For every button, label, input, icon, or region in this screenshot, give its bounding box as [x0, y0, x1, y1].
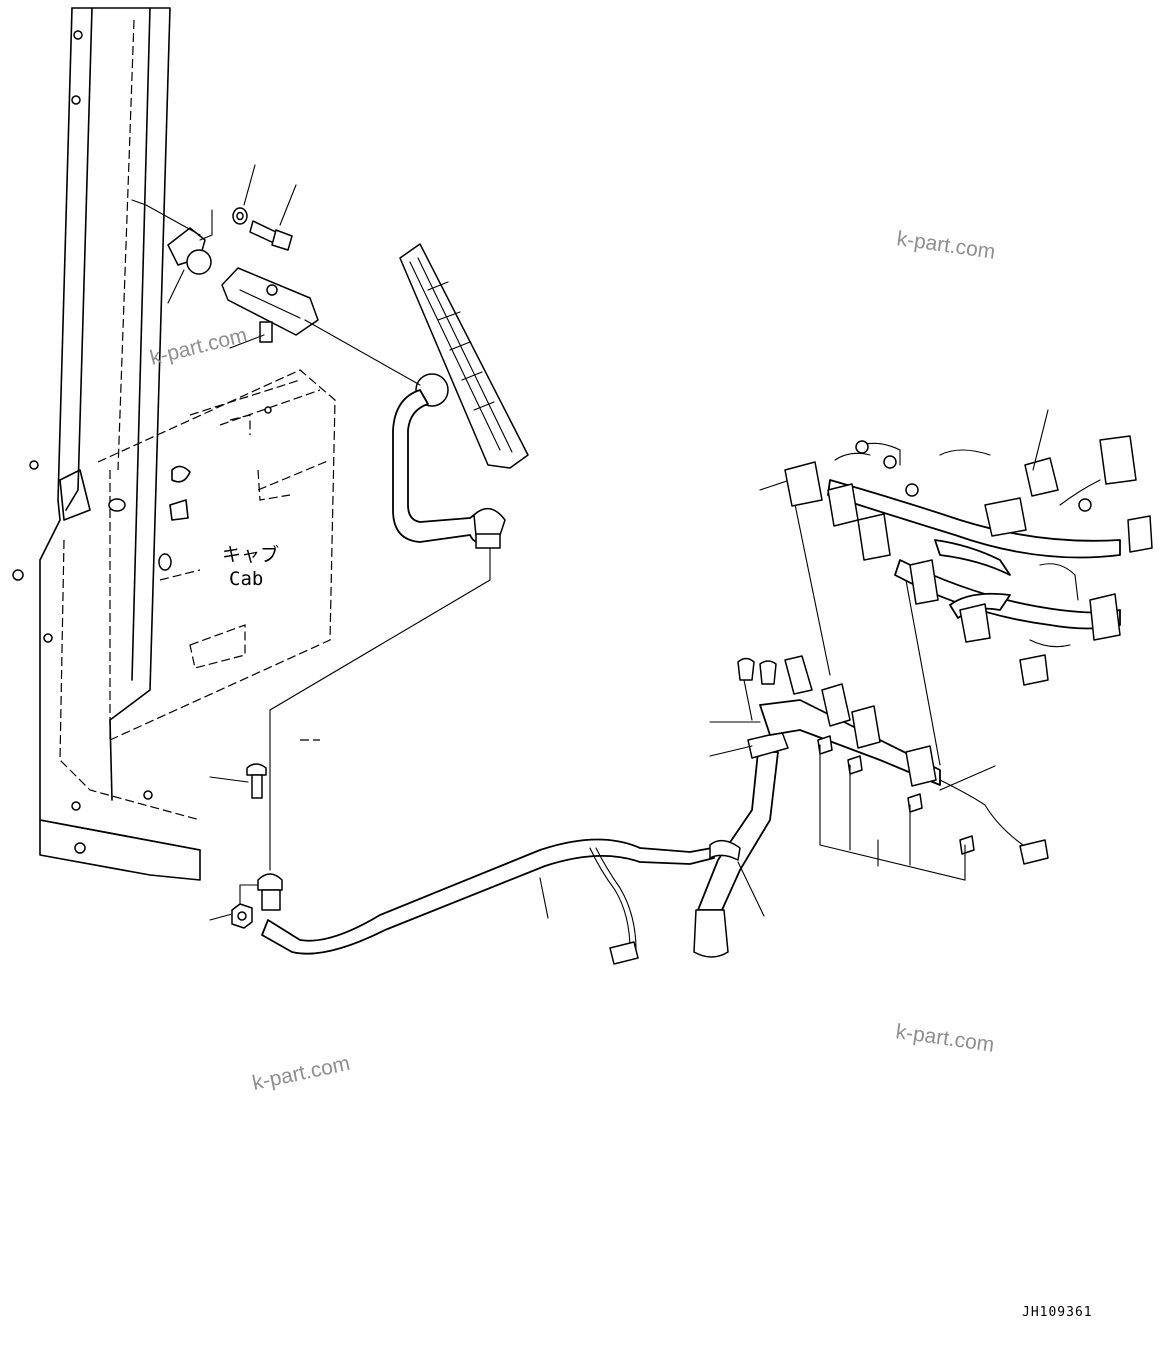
hose-clamp-bracket: [221, 267, 319, 343]
grommet-bolt: [209, 763, 267, 799]
flexible-hose: [392, 389, 506, 549]
washer: [232, 207, 248, 225]
watermark: k-part.com: [894, 1020, 995, 1057]
drain-hose: [693, 731, 789, 958]
bolt: [249, 220, 293, 251]
vent-duct: [399, 243, 529, 469]
watermark: k-part.com: [148, 324, 250, 370]
hex-nut: [209, 884, 263, 929]
leader-lines: [167, 164, 421, 386]
watermark: k-part.com: [895, 227, 996, 264]
watermark: k-part.com: [250, 1052, 352, 1095]
cab-label-english: Cab: [229, 568, 263, 590]
mount-bracket: [131, 199, 213, 275]
harness-grommet: [257, 873, 283, 911]
drawing-code: JH109361: [1022, 1305, 1093, 1320]
junction-harness: [709, 479, 1049, 881]
cab-floor-panel: [97, 369, 336, 741]
cab-label-japanese: キャブ: [222, 543, 279, 566]
cab-pillar: [12, 7, 201, 881]
upper-harness-assembly: [784, 409, 1153, 686]
main-wiring-harness: [261, 838, 715, 965]
